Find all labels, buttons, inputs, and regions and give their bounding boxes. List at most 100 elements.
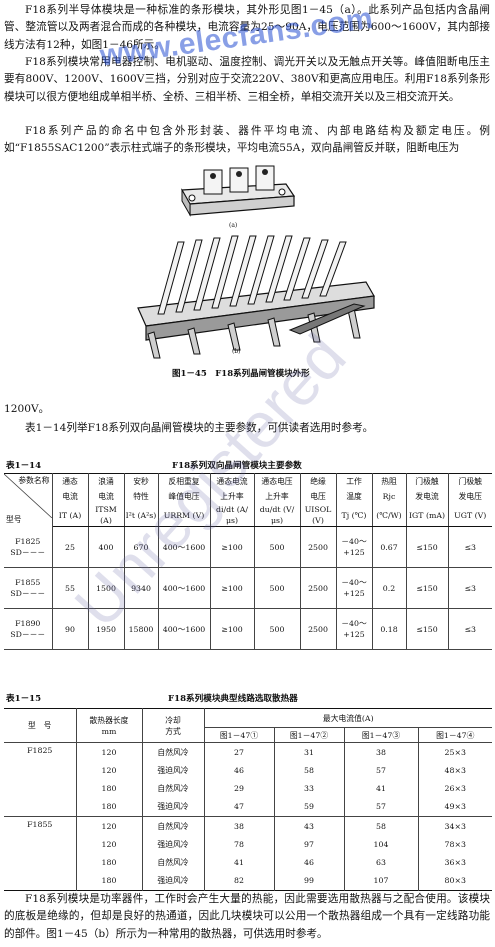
table15-cell: 38 — [204, 815, 275, 836]
table14-header-symbol: (℃/W) — [372, 504, 407, 527]
table-row: F1855 120 自然风冷 38 43 58 34×3 — [4, 815, 493, 891]
table14-cell: 400～1600 — [158, 526, 211, 568]
table14-cell: 2500 — [300, 526, 337, 568]
table15-cell: 强迫风冷 — [142, 797, 205, 817]
table14-cell: ≤150 — [406, 526, 449, 568]
table14-header: Rjc — [372, 489, 407, 504]
paragraph-table-intro: 表1－14列举F18系列双向晶闸管模块的主要参数，可供读者选用时参考。 — [25, 422, 374, 434]
table-row: F1825 120 自然风冷 27 31 38 25×3 — [4, 742, 492, 817]
table15-cell: 26×3 — [444, 784, 466, 794]
table15-title: F18系列模块典型线路选取散热器 — [168, 694, 298, 704]
table14-cell: 500 — [254, 608, 301, 650]
table14-cell: 1950 — [88, 608, 125, 650]
table14-cell: ≤3 — [448, 526, 492, 568]
table14-header-symbol: URRM (V) — [158, 504, 211, 527]
table14-cell: 90 — [52, 608, 89, 650]
table14-header: 特性 — [124, 489, 159, 504]
table15-cell: 46 — [274, 853, 345, 872]
table14-cell: ≤150 — [406, 608, 449, 650]
table15-cell: 48×3 — [444, 765, 466, 775]
table15-subheader: 图1－47① — [204, 727, 275, 744]
table15-cell: 46 — [204, 761, 275, 780]
paragraph-voltage: 1200V。 — [4, 403, 50, 415]
table15-cell: 78×3 — [444, 839, 466, 849]
table15-cell: 104 — [344, 835, 419, 854]
table15-cell: 29 — [204, 779, 275, 798]
table14-header: 绝缘 — [300, 473, 337, 489]
table15-cell: 38 — [344, 742, 419, 762]
table-row: 180 自然风冷 29 33 41 26×3 — [4, 779, 492, 798]
table14-cell: ≤150 — [406, 567, 449, 609]
table14-corner-bottom: 型号 — [6, 514, 22, 524]
table14-header: 安秒 — [124, 473, 159, 489]
table14-cell: 1500 — [88, 567, 125, 609]
table15-cell: 强迫风冷 — [142, 835, 205, 854]
table14-corner-top: 参数名称 — [18, 476, 50, 485]
table15-subheader: 图1－47③ — [344, 727, 419, 744]
table14-cell: ≤3 — [448, 608, 492, 650]
table14-cell: 2500 — [300, 567, 337, 609]
table14-header-symbol: I²t (A²s) — [124, 504, 159, 527]
table15-cell: 27 — [204, 742, 275, 762]
table15-cell: 自然风冷 — [142, 815, 205, 836]
table15-cell: 34×3 — [418, 815, 493, 836]
table15-cell: 120 — [76, 742, 143, 762]
figure-a-label: (a) — [229, 222, 238, 229]
table15-cell: 99 — [274, 871, 345, 891]
figure-caption: 图1－45 F18系列晶闸管模块外形 — [172, 369, 310, 379]
paragraph-intro: F18系列半导体模块是一种标准的条形模块，其外形见图1－45（a）。此系列产品包… — [4, 4, 490, 51]
table14-cell: 2500 — [300, 608, 337, 650]
table15-cell: 180 — [76, 871, 143, 891]
table15-cell: 107 — [344, 871, 419, 891]
figure-b-label: (b) — [232, 348, 241, 355]
table-row: 120 强迫风冷 78 97 104 78×3 — [4, 835, 492, 854]
table14-cell: 0.2 — [372, 567, 407, 609]
table14-header-symbol: UGT (V) — [448, 504, 492, 527]
table14-corner-cell: 参数名称 型号 — [4, 473, 53, 527]
table14-header: 通态 — [52, 473, 89, 489]
table15-model-cell: F1825 — [4, 742, 77, 817]
table14-cell: 0.67 — [372, 526, 407, 568]
table14-cell: 400～1600 — [158, 567, 211, 609]
table14-cell: 0.18 — [372, 608, 407, 650]
table-row: 180 强迫风冷 82 99 107 80×3 — [4, 871, 492, 891]
table15-cell: 180 — [76, 853, 143, 872]
table15-cell: 58 — [274, 761, 345, 780]
table14-header: 温度 — [336, 489, 373, 504]
table15-cell: 自然风冷 — [142, 742, 205, 762]
table14-title: F18系列双向晶闸管模块主要参数 — [172, 461, 302, 471]
table14-header-symbol: IT (A) — [52, 504, 89, 527]
table14-header: 门极触 — [406, 473, 449, 489]
table15-cell: 63 — [344, 853, 419, 872]
table14-header: 电流 — [52, 489, 89, 504]
paragraph-naming: F18系列产品的命名中包含外形封装、器件平均电流、内部电路结构及额定电压。例如“… — [4, 125, 490, 155]
table14-header-symbol: UISOL (V) — [300, 504, 337, 527]
table15-cell: 自然风冷 — [142, 779, 205, 798]
table15-cell: 41 — [204, 853, 275, 872]
table14-header-symbol: du/dt (V/μs) — [254, 504, 301, 527]
table14-header: 电流 — [88, 489, 125, 504]
table15-cell: 41 — [344, 779, 419, 798]
table15-header-model: 型 号 — [4, 708, 77, 744]
table15-cell: 120 — [76, 835, 143, 854]
table14-cell: 500 — [254, 567, 301, 609]
table15-cell: 57 — [344, 797, 419, 817]
table15-cell: 57 — [344, 761, 419, 780]
table15-cell: 58 — [344, 815, 419, 836]
table14-cell: 9340 — [124, 567, 159, 609]
table14-header-symbol: di/dt (A/μs) — [210, 504, 255, 527]
paragraph-applications: F18系列模块常用电器控制、电机驱动、温度控制、调光开关以及无触点开关等。峰值阻… — [4, 56, 490, 103]
table15-cell: 强迫风冷 — [142, 871, 205, 891]
table14-header: 通态电流 — [210, 473, 255, 489]
table15-cell: 强迫风冷 — [142, 761, 205, 780]
table14-cell: ≥100 — [210, 526, 255, 568]
table14-cell: －40～+125 — [336, 526, 373, 568]
table15-header-cooling: 冷却方式 — [142, 708, 205, 744]
table14-cell: ≥100 — [210, 608, 255, 650]
